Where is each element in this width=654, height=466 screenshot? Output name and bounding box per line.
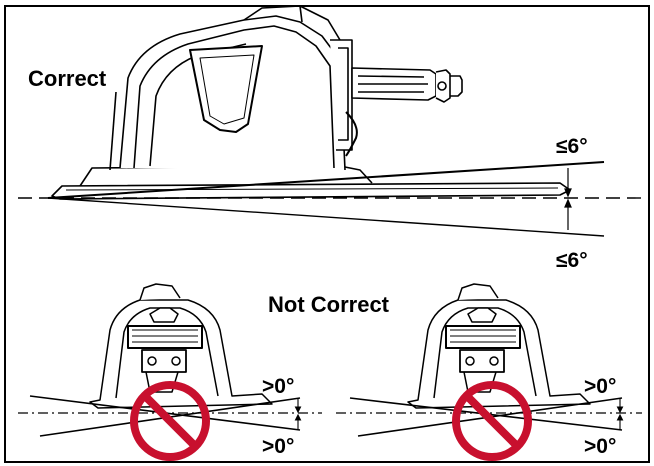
tilt-dimension-right xyxy=(616,398,624,430)
station-side-view xyxy=(51,5,571,200)
label-left-tilt-bottom: >0° xyxy=(262,435,295,458)
label-tilt-up: ≤6° xyxy=(556,135,588,158)
label-right-tilt-bottom: >0° xyxy=(584,435,617,458)
label-correct: Correct xyxy=(28,66,107,91)
label-tilt-down: ≤6° xyxy=(556,249,588,272)
station-front-view-left xyxy=(89,283,273,409)
tilt-line-down xyxy=(47,197,605,237)
prohibition-icon xyxy=(452,381,532,461)
diagram-frame xyxy=(4,5,650,463)
label-right-tilt-top: >0° xyxy=(584,375,617,398)
label-not-correct: Not Correct xyxy=(268,292,390,317)
tilt-dimension-left xyxy=(294,398,302,430)
label-left-tilt-top: >0° xyxy=(262,375,295,398)
tilt-dimension-arrows xyxy=(564,168,572,230)
tilt-line-up xyxy=(47,161,605,199)
station-front-view-right xyxy=(407,283,591,409)
prohibition-icon xyxy=(130,381,210,461)
